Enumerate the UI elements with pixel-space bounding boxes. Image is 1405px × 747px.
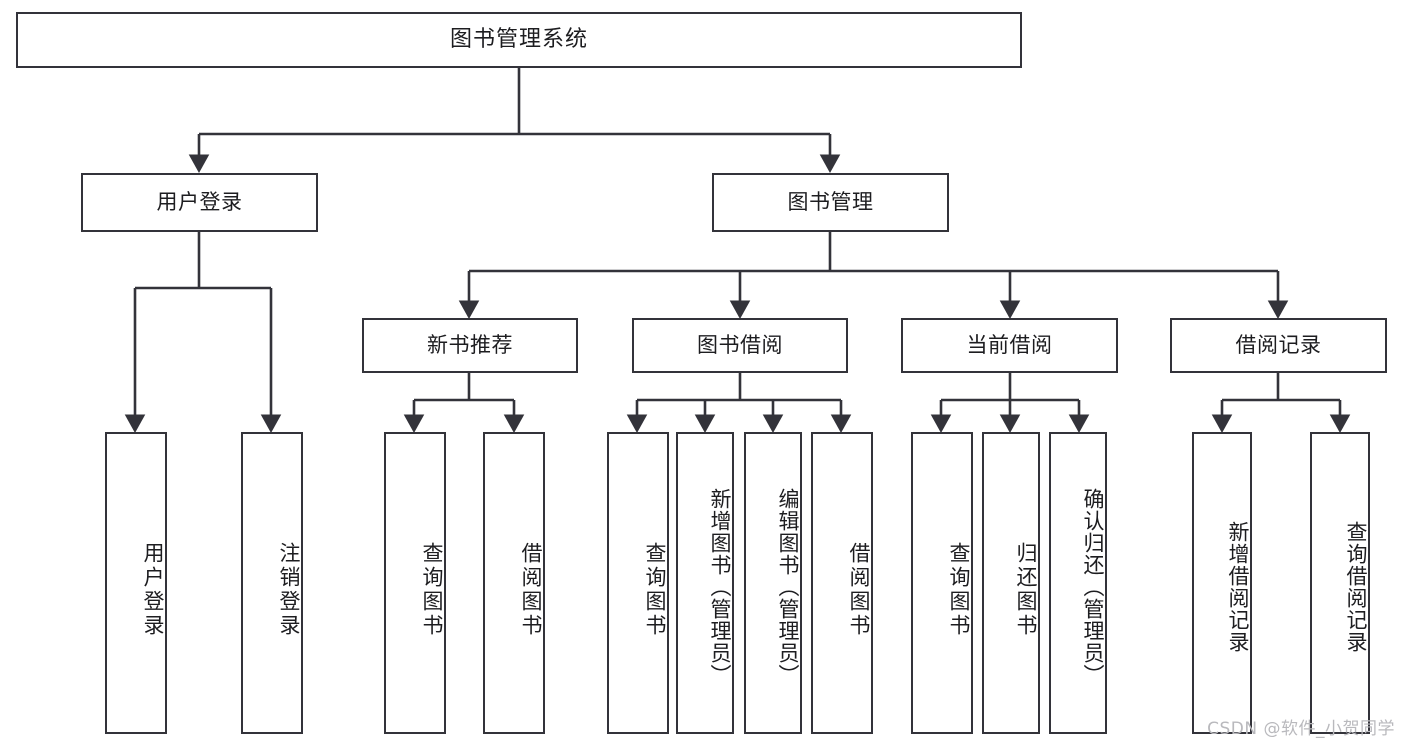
node-label: 借阅图书 bbox=[519, 542, 543, 638]
leaf-logout[interactable]: 注销登录 bbox=[241, 432, 303, 734]
node-label: 查询图书 bbox=[643, 542, 667, 638]
leaf-edit-book-admin[interactable]: 编辑图书（管理员） bbox=[744, 432, 802, 734]
node-new-book-recommend[interactable]: 新书推荐 bbox=[362, 318, 578, 373]
node-label: 查询图书 bbox=[947, 542, 971, 638]
node-user-login[interactable]: 用户登录 bbox=[81, 173, 318, 232]
leaf-query-book-new[interactable]: 查询图书 bbox=[384, 432, 446, 734]
node-label: 注销登录 bbox=[277, 542, 301, 638]
node-label: 图书借阅 bbox=[697, 333, 783, 358]
node-label: 图书管理系统 bbox=[449, 27, 588, 53]
node-label: 新书推荐 bbox=[427, 333, 513, 358]
node-label: 用户登录 bbox=[156, 190, 243, 215]
leaf-add-book-admin[interactable]: 新增图书（管理员） bbox=[676, 432, 734, 734]
node-label: 查询借阅记录 bbox=[1344, 521, 1368, 653]
node-label: 新增借阅记录 bbox=[1226, 521, 1250, 653]
leaf-borrow-book-new[interactable]: 借阅图书 bbox=[483, 432, 545, 734]
node-label: 归还图书 bbox=[1014, 542, 1038, 638]
node-borrow-record[interactable]: 借阅记录 bbox=[1170, 318, 1387, 373]
leaf-query-borrow-record[interactable]: 查询借阅记录 bbox=[1310, 432, 1370, 734]
node-label: 用户登录 bbox=[141, 542, 165, 638]
leaf-user-login[interactable]: 用户登录 bbox=[105, 432, 167, 734]
node-label: 确认归还（管理员） bbox=[1081, 488, 1105, 686]
node-current-borrow[interactable]: 当前借阅 bbox=[901, 318, 1118, 373]
node-book-management[interactable]: 图书管理 bbox=[712, 173, 949, 232]
node-root-system[interactable]: 图书管理系统 bbox=[16, 12, 1022, 68]
leaf-query-book-current[interactable]: 查询图书 bbox=[911, 432, 973, 734]
csdn-watermark: CSDN @软件_小贺同学 bbox=[1207, 719, 1395, 739]
leaf-add-borrow-record[interactable]: 新增借阅记录 bbox=[1192, 432, 1252, 734]
node-label: 借阅图书 bbox=[847, 542, 871, 638]
node-label: 图书管理 bbox=[787, 190, 874, 215]
node-label: 查询图书 bbox=[420, 542, 444, 638]
leaf-query-book-borrow[interactable]: 查询图书 bbox=[607, 432, 669, 734]
node-book-borrow[interactable]: 图书借阅 bbox=[632, 318, 848, 373]
node-label: 编辑图书（管理员） bbox=[776, 488, 800, 686]
node-label: 新增图书（管理员） bbox=[708, 488, 732, 686]
leaf-borrow-book[interactable]: 借阅图书 bbox=[811, 432, 873, 734]
node-label: 当前借阅 bbox=[966, 333, 1053, 358]
node-label: 借阅记录 bbox=[1235, 333, 1322, 358]
leaf-return-book[interactable]: 归还图书 bbox=[982, 432, 1040, 734]
leaf-confirm-return-admin[interactable]: 确认归还（管理员） bbox=[1049, 432, 1107, 734]
